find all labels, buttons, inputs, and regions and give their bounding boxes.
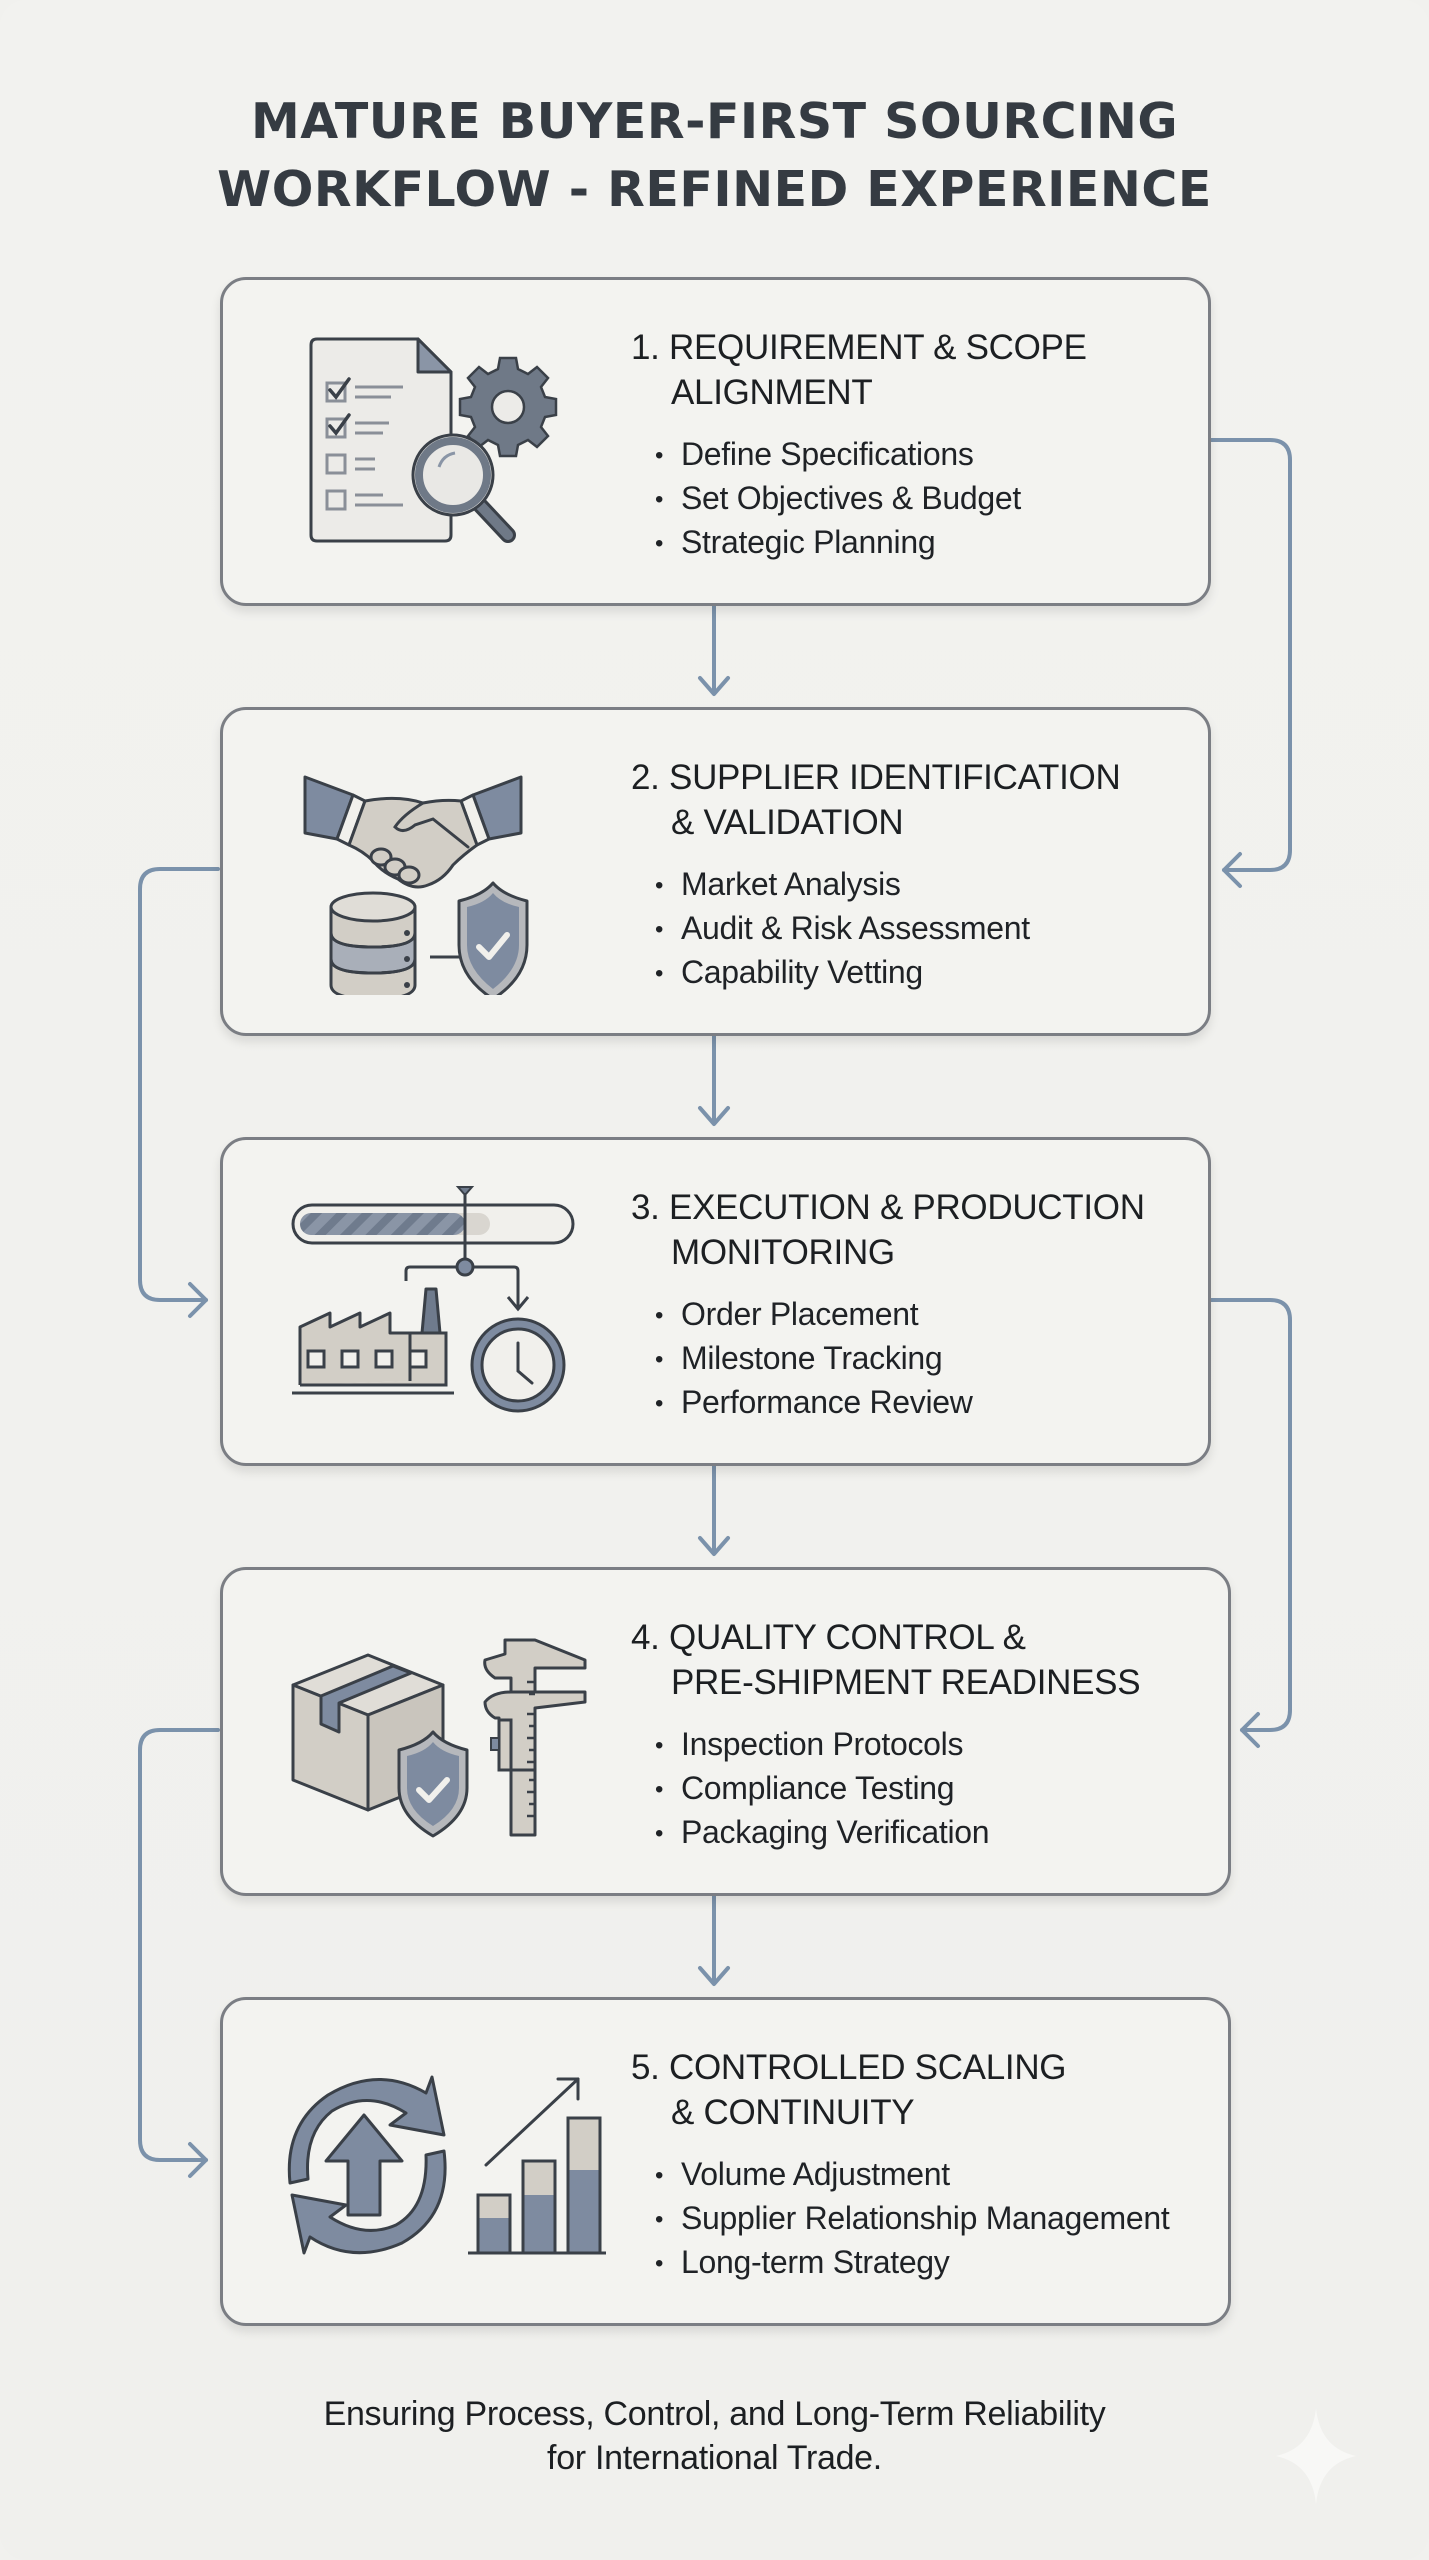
sparkle-icon xyxy=(1276,2408,1356,2504)
step-title-line-1: QUALITY CONTROL & xyxy=(669,1618,1026,1657)
step-title-line-2: MONITORING xyxy=(671,1233,895,1272)
bullet-item: Long-term Strategy xyxy=(655,2241,1169,2285)
bullet-item: Capability Vetting xyxy=(655,951,1120,995)
footer-line-2: for International Trade. xyxy=(547,2439,882,2477)
bullet-item: Inspection Protocols xyxy=(655,1723,1140,1767)
step-number: 1. xyxy=(631,328,660,367)
bullet-item: Volume Adjustment xyxy=(655,2153,1169,2197)
box-shield-caliper-icon xyxy=(273,1620,593,1840)
step-card-4: 4. QUALITY CONTROL & PRE-SHIPMENT READIN… xyxy=(220,1567,1231,1896)
step-title-line-1: REQUIREMENT & SCOPE xyxy=(669,328,1087,367)
bullet-item: Packaging Verification xyxy=(655,1811,1140,1855)
bullet-item: Market Analysis xyxy=(655,863,1120,907)
page-title: MATURE BUYER-FIRST SOURCING WORKFLOW - R… xyxy=(0,88,1429,224)
bullet-item: Supplier Relationship Management xyxy=(655,2197,1170,2241)
step-title-line-2: ALIGNMENT xyxy=(671,373,873,412)
bullet-item: Set Objectives & Budget xyxy=(655,477,1087,521)
step-text: 2. SUPPLIER IDENTIFICATION & VALIDATION … xyxy=(631,755,1121,995)
step-text: 4. QUALITY CONTROL & PRE-SHIPMENT READIN… xyxy=(631,1615,1141,1855)
step-title-line-2: & VALIDATION xyxy=(671,803,904,842)
bullet-item: Define Specifications xyxy=(655,433,1087,477)
step-card-5: 5. CONTROLLED SCALING & CONTINUITY Volum… xyxy=(220,1997,1231,2326)
step-bullets: Volume Adjustment Supplier Relationship … xyxy=(655,2153,1170,2285)
step-card-2: 2. SUPPLIER IDENTIFICATION & VALIDATION … xyxy=(220,707,1211,1036)
step-bullets: Order Placement Milestone Tracking Perfo… xyxy=(655,1293,1145,1425)
bullet-item: Milestone Tracking xyxy=(655,1337,1145,1381)
step-title-line-1: CONTROLLED SCALING xyxy=(669,2048,1067,2087)
step-number: 4. xyxy=(631,1618,660,1657)
cycle-arrow-growth-chart-icon xyxy=(268,2065,608,2265)
handshake-database-shield-icon xyxy=(303,755,543,1001)
checklist-magnifier-gear-icon xyxy=(303,335,563,555)
step-text: 1. REQUIREMENT & SCOPE ALIGNMENT Define … xyxy=(631,325,1087,565)
step-number: 2. xyxy=(631,758,660,797)
step-title-line-1: EXECUTION & PRODUCTION xyxy=(669,1188,1145,1227)
step-bullets: Inspection Protocols Compliance Testing … xyxy=(655,1723,1140,1855)
step-title: 2. SUPPLIER IDENTIFICATION & VALIDATION xyxy=(631,755,1121,845)
bullet-item: Performance Review xyxy=(655,1381,1145,1425)
bullet-item: Audit & Risk Assessment xyxy=(655,907,1120,951)
step-card-3: 3. EXECUTION & PRODUCTION MONITORING Ord… xyxy=(220,1137,1211,1466)
bullet-item: Strategic Planning xyxy=(655,521,1087,565)
step-text: 3. EXECUTION & PRODUCTION MONITORING Ord… xyxy=(631,1185,1145,1425)
step-title: 1. REQUIREMENT & SCOPE ALIGNMENT xyxy=(631,325,1087,415)
step-title-line-2: PRE-SHIPMENT READINESS xyxy=(671,1663,1141,1702)
title-line-2: WORKFLOW - REFINED EXPERIENCE xyxy=(217,161,1212,218)
title-line-1: MATURE BUYER-FIRST SOURCING xyxy=(250,93,1179,150)
step-title-line-2: & CONTINUITY xyxy=(671,2093,915,2132)
step-title: 3. EXECUTION & PRODUCTION MONITORING xyxy=(631,1185,1145,1275)
step-bullets: Define Specifications Set Objectives & B… xyxy=(655,433,1087,565)
footer-tagline: Ensuring Process, Control, and Long-Term… xyxy=(0,2392,1429,2480)
step-number: 5. xyxy=(631,2048,660,2087)
step-title-line-1: SUPPLIER IDENTIFICATION xyxy=(669,758,1121,797)
step-title: 5. CONTROLLED SCALING & CONTINUITY xyxy=(631,2045,1169,2135)
footer-line-1: Ensuring Process, Control, and Long-Term… xyxy=(323,2395,1106,2433)
step-text: 5. CONTROLLED SCALING & CONTINUITY Volum… xyxy=(631,2045,1170,2285)
step-number: 3. xyxy=(631,1188,660,1227)
step-card-1: 1. REQUIREMENT & SCOPE ALIGNMENT Define … xyxy=(220,277,1211,606)
progress-factory-clock-icon xyxy=(288,1185,588,1425)
step-bullets: Market Analysis Audit & Risk Assessment … xyxy=(655,863,1120,995)
bullet-item: Compliance Testing xyxy=(655,1767,1140,1811)
step-title: 4. QUALITY CONTROL & PRE-SHIPMENT READIN… xyxy=(631,1615,1141,1705)
bullet-item: Order Placement xyxy=(655,1293,1145,1337)
